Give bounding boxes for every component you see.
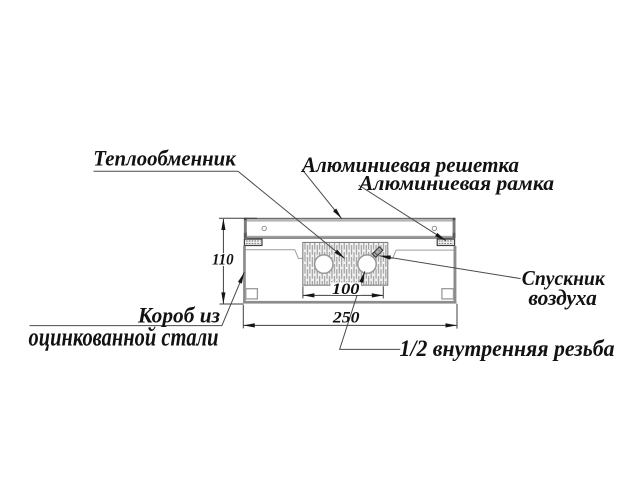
svg-text:1/2 внутренняя резьба: 1/2 внутренняя резьба	[400, 336, 615, 361]
svg-text:Короб из: Короб из	[137, 303, 220, 328]
svg-text:оцинкованной стали: оцинкованной стали	[29, 322, 219, 352]
svg-text:воздуха: воздуха	[528, 285, 597, 310]
svg-text:100: 100	[332, 281, 360, 298]
svg-text:250: 250	[332, 309, 360, 326]
svg-text:Спускник: Спускник	[522, 266, 606, 290]
svg-text:110: 110	[212, 251, 234, 268]
svg-text:Алюминиевая решетка: Алюминиевая решетка	[300, 152, 519, 177]
svg-text:Алюминиевая рамка: Алюминиевая рамка	[357, 171, 554, 195]
svg-text:Теплообменник: Теплообменник	[93, 145, 236, 170]
